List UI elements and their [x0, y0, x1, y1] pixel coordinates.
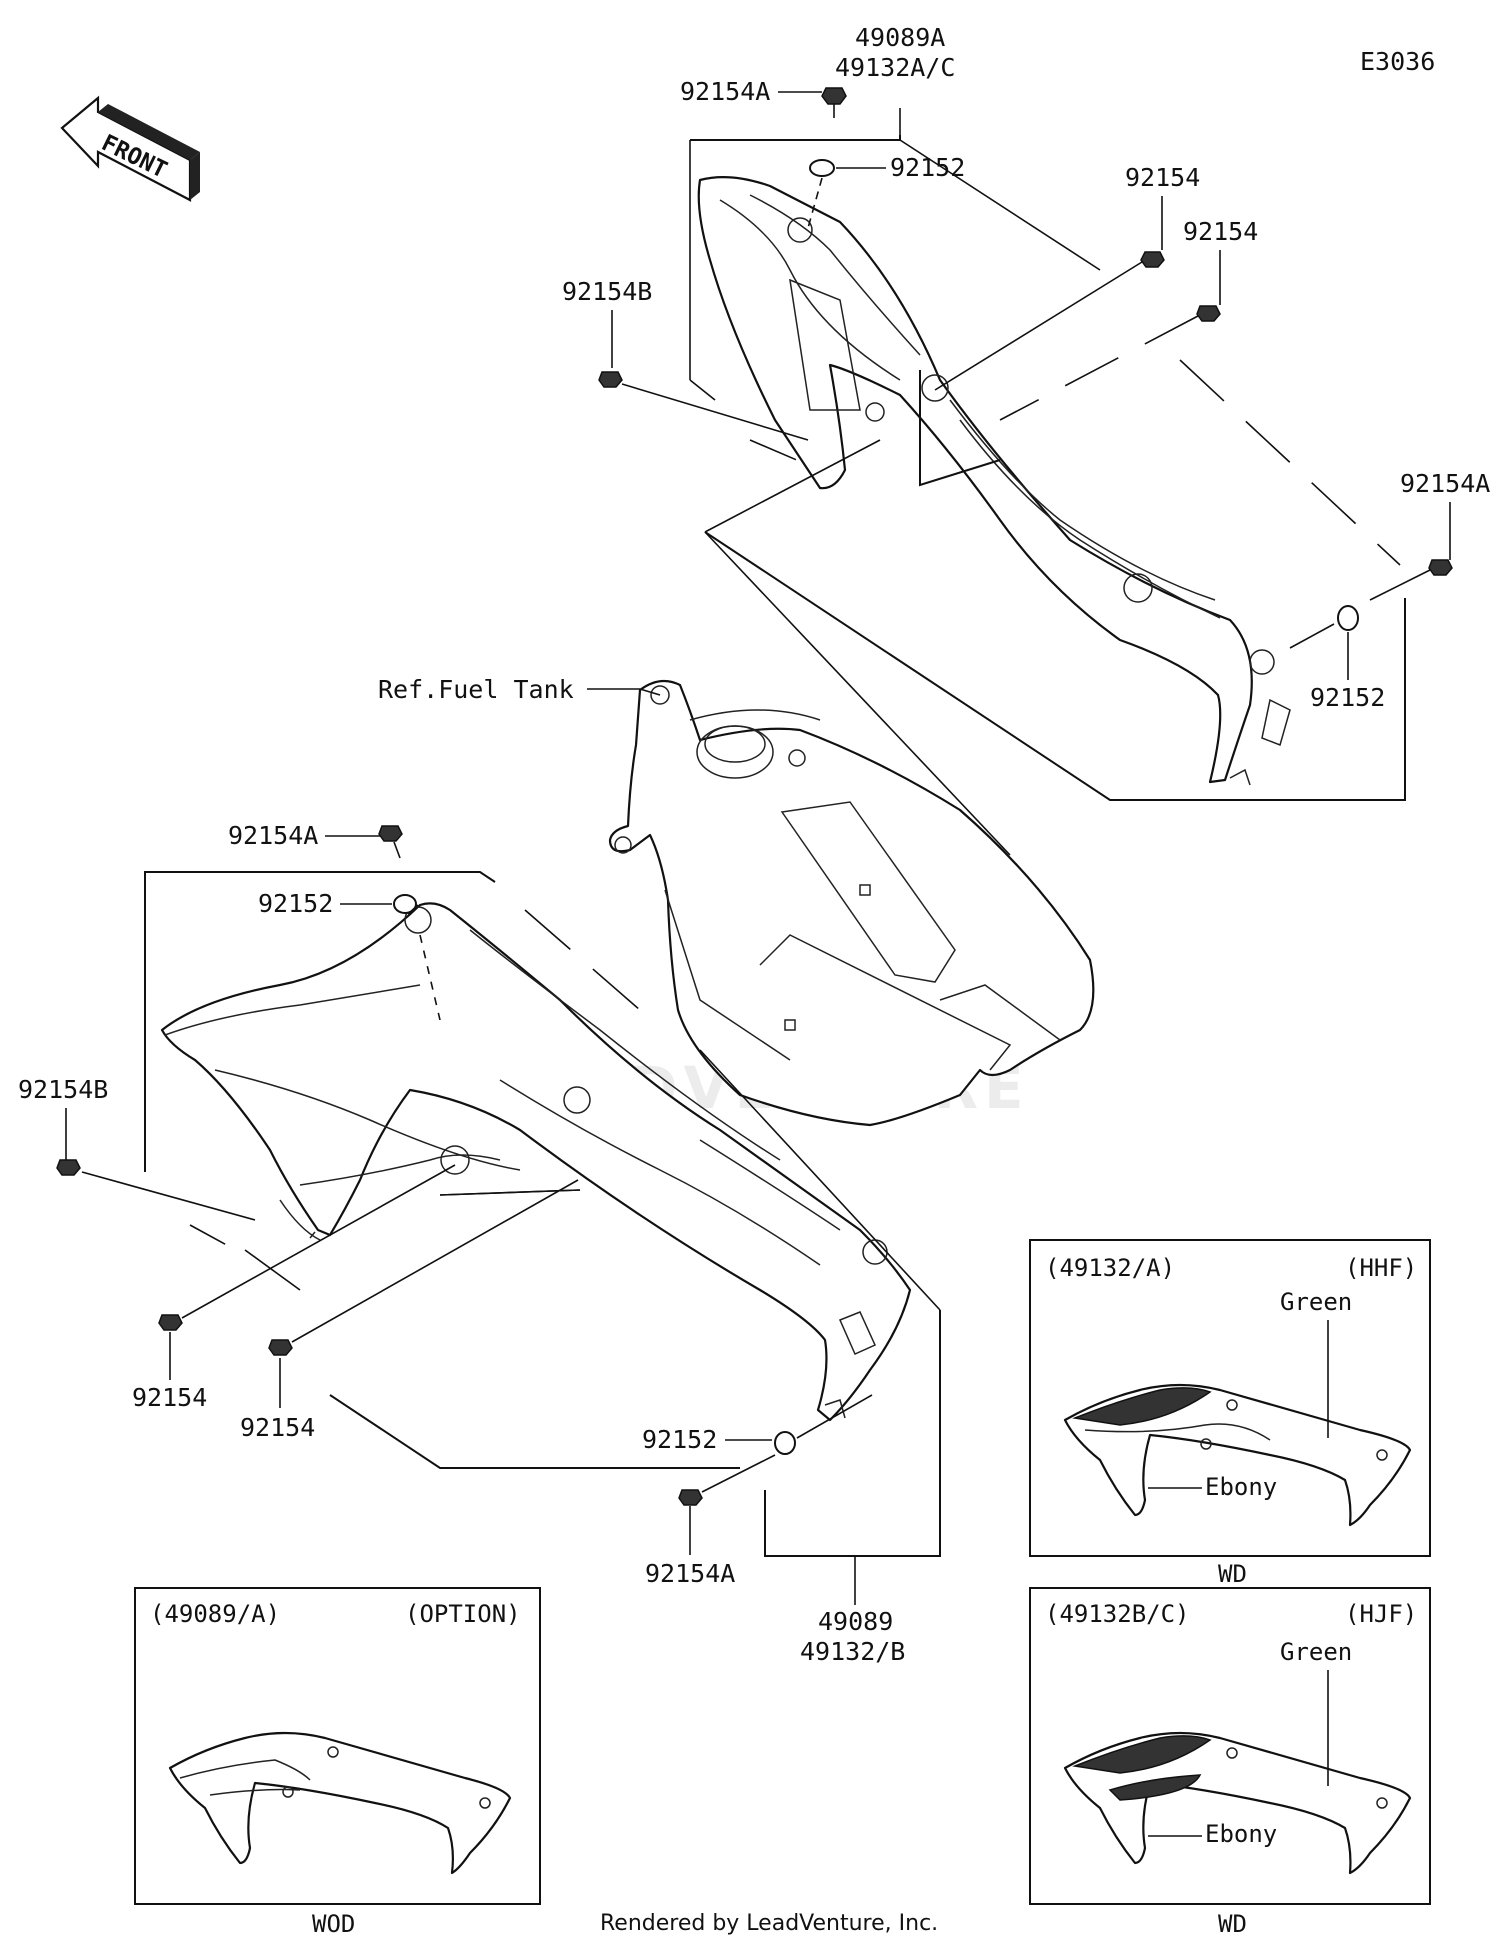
footer-credit: Rendered by LeadVenture, Inc.	[600, 1911, 938, 1936]
top-bolt-1-label: 92154	[1125, 163, 1200, 192]
inset-option-footer: WOD	[312, 1910, 355, 1938]
left-washer-label: 92152	[258, 889, 333, 918]
inset-option-part: (49089/A)	[150, 1600, 280, 1628]
inset-hjf-code: (HJF)	[1345, 1600, 1417, 1628]
washer-92152-left-icon	[393, 894, 417, 914]
left-bolt-a-label: 92154A	[228, 821, 318, 850]
left-bolt-1-label: 92154	[132, 1383, 207, 1412]
front-arrow-icon: FRONT	[60, 95, 200, 202]
inset-hjf-footer: WD	[1218, 1910, 1247, 1938]
bolt-92154a-left-icon	[378, 825, 403, 842]
bolt-92154b-top-icon	[598, 371, 623, 388]
inset-hhf-part: (49132/A)	[1045, 1254, 1175, 1282]
left-shroud-part	[160, 902, 912, 1422]
top-bolt-2-label: 92154	[1183, 217, 1258, 246]
bottom-assembly-label-1: 49089	[818, 1607, 893, 1636]
left-bolt-b-label: 92154B	[18, 1075, 108, 1104]
bottom-assembly-label-2: 49132/B	[800, 1637, 905, 1666]
top-washer-label: 92152	[890, 153, 965, 182]
diagram-code: E3036	[1360, 47, 1435, 76]
bottom-bolt-a-label: 92154A	[645, 1559, 735, 1588]
bolt-92154-top-1-icon	[1140, 251, 1165, 268]
inset-option: (49089/A) (OPTION) WOD	[134, 1587, 541, 1938]
inset-hhf: (49132/A) (HHF) Green Ebony WD	[1029, 1239, 1431, 1588]
bolt-92154-left-1-icon	[158, 1314, 183, 1331]
washer-92152-right-icon	[1337, 605, 1359, 631]
washer-92152-top-icon	[809, 159, 835, 177]
top-assembly-label-1: 49089A	[855, 23, 945, 52]
top-bolt-b-label: 92154B	[562, 277, 652, 306]
bolt-92154a-bottom-icon	[678, 1489, 703, 1506]
top-assembly-label-2: 49132A/C	[835, 53, 955, 82]
inset-hhf-ebony: Ebony	[1205, 1473, 1277, 1501]
inset-hhf-code: (HHF)	[1345, 1254, 1417, 1282]
inset-hhf-green: Green	[1280, 1288, 1352, 1316]
bottom-washer-label: 92152	[642, 1425, 717, 1454]
bolt-92154-left-2-icon	[268, 1339, 293, 1356]
left-bolt-2-label: 92154	[240, 1413, 315, 1442]
right-shroud-part	[697, 176, 1291, 786]
fuel-tank-part	[608, 679, 1095, 1127]
top-bolt-a-label: 92154A	[680, 77, 770, 106]
right-washer-label: 92152	[1310, 683, 1385, 712]
right-bolt-a-label: 92154A	[1400, 469, 1490, 498]
bolt-92154-top-2-icon	[1196, 305, 1221, 322]
washer-92152-bottom-icon	[774, 1431, 796, 1455]
ref-fuel-tank-label: Ref.Fuel Tank	[378, 675, 574, 704]
bolt-92154a-top-icon	[821, 87, 847, 118]
inset-hjf-ebony: Ebony	[1205, 1820, 1277, 1848]
inset-hjf-part: (49132B/C)	[1045, 1600, 1190, 1628]
inset-hjf: (49132B/C) (HJF) Green Ebony WD	[1029, 1587, 1431, 1938]
bolt-92154b-left-icon	[56, 1159, 81, 1176]
inset-hhf-footer: WD	[1218, 1560, 1247, 1588]
bolt-92154a-right-icon	[1428, 559, 1453, 576]
inset-hjf-green: Green	[1280, 1638, 1352, 1666]
inset-option-code: (OPTION)	[405, 1600, 521, 1628]
